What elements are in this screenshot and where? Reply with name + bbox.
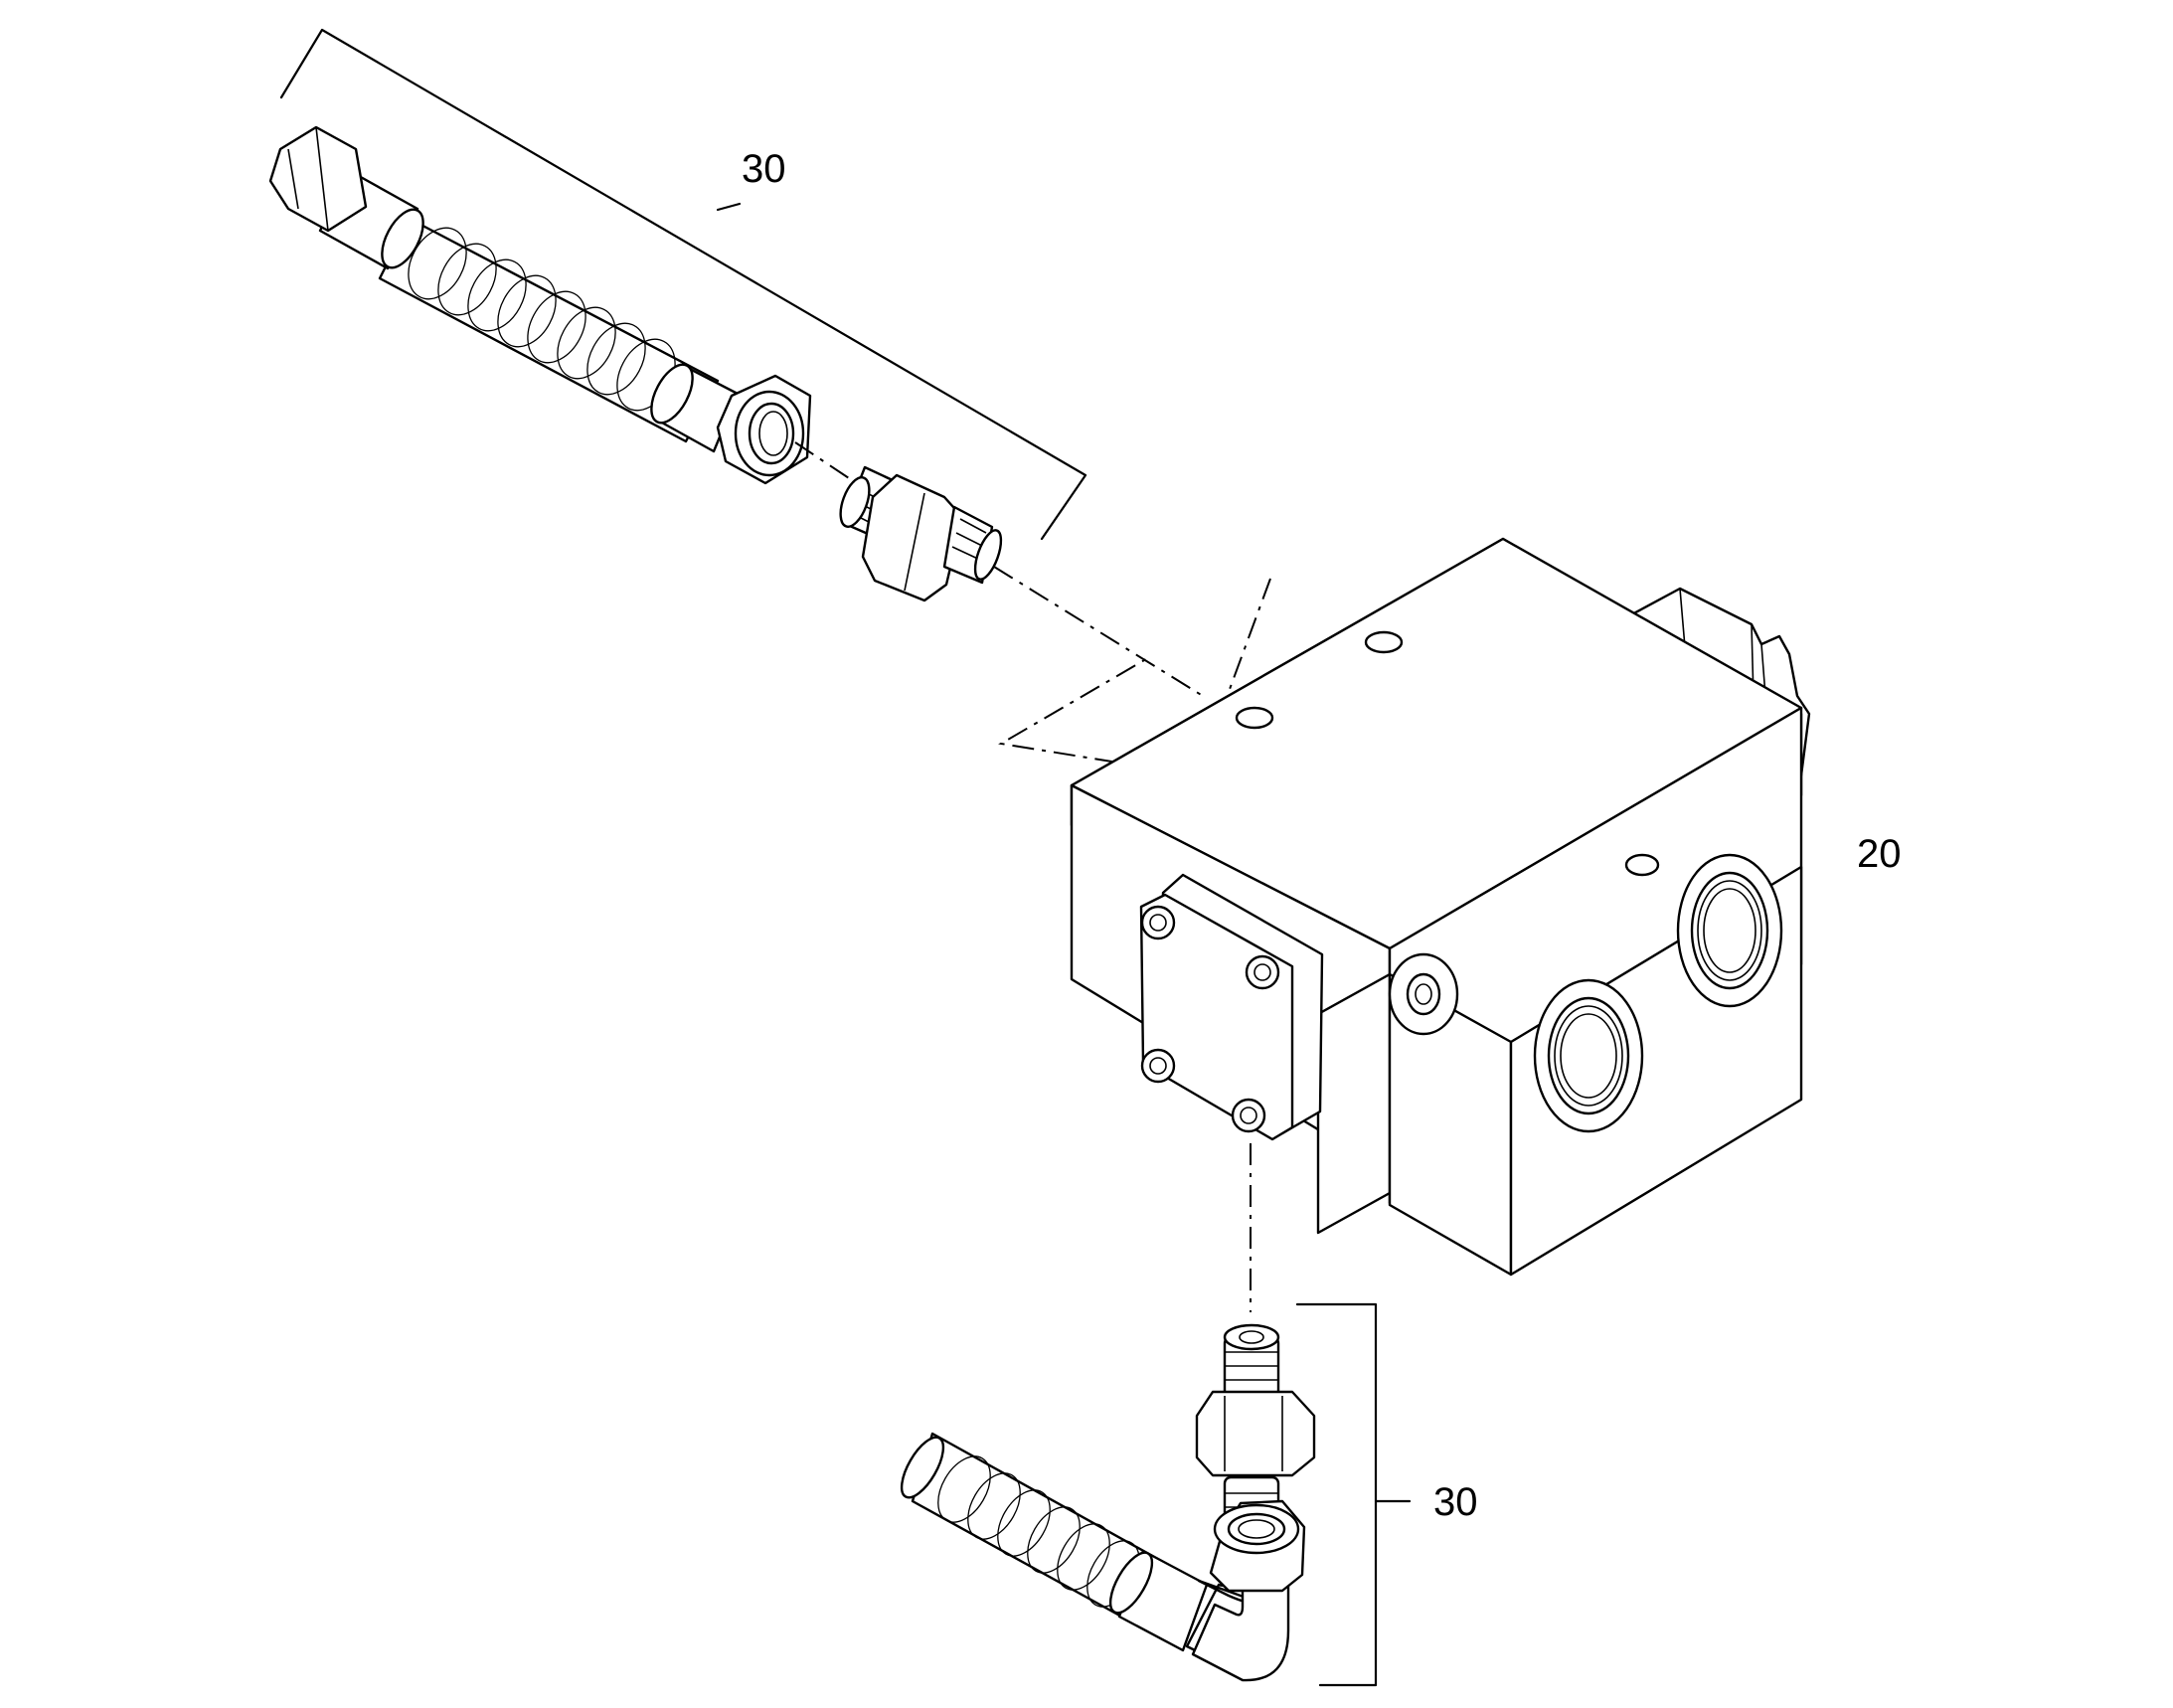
adapter-fitting-bottom [1195,1323,1316,1541]
bracket-top [279,28,1087,541]
side-port [1388,952,1459,1036]
hex-nut-bottom-hose [1209,1499,1306,1593]
hose-top [268,125,812,485]
assembly-center-lines [794,441,1271,1312]
port-a [1533,978,1644,1133]
callout-30-top: 30 [742,147,786,191]
adapter-fitting-top [839,465,1003,602]
port-b [1676,853,1783,1008]
mounting-holes [1235,630,1660,877]
callout-30-bottom: 30 [1433,1480,1478,1524]
bracket-bottom [1295,1302,1412,1687]
hex-nut-top-hose [716,374,812,485]
callout-20: 20 [1857,832,1902,876]
hose-bottom [900,1432,1306,1682]
cover-plate [1139,873,1324,1141]
valve-block [1070,537,1811,1277]
